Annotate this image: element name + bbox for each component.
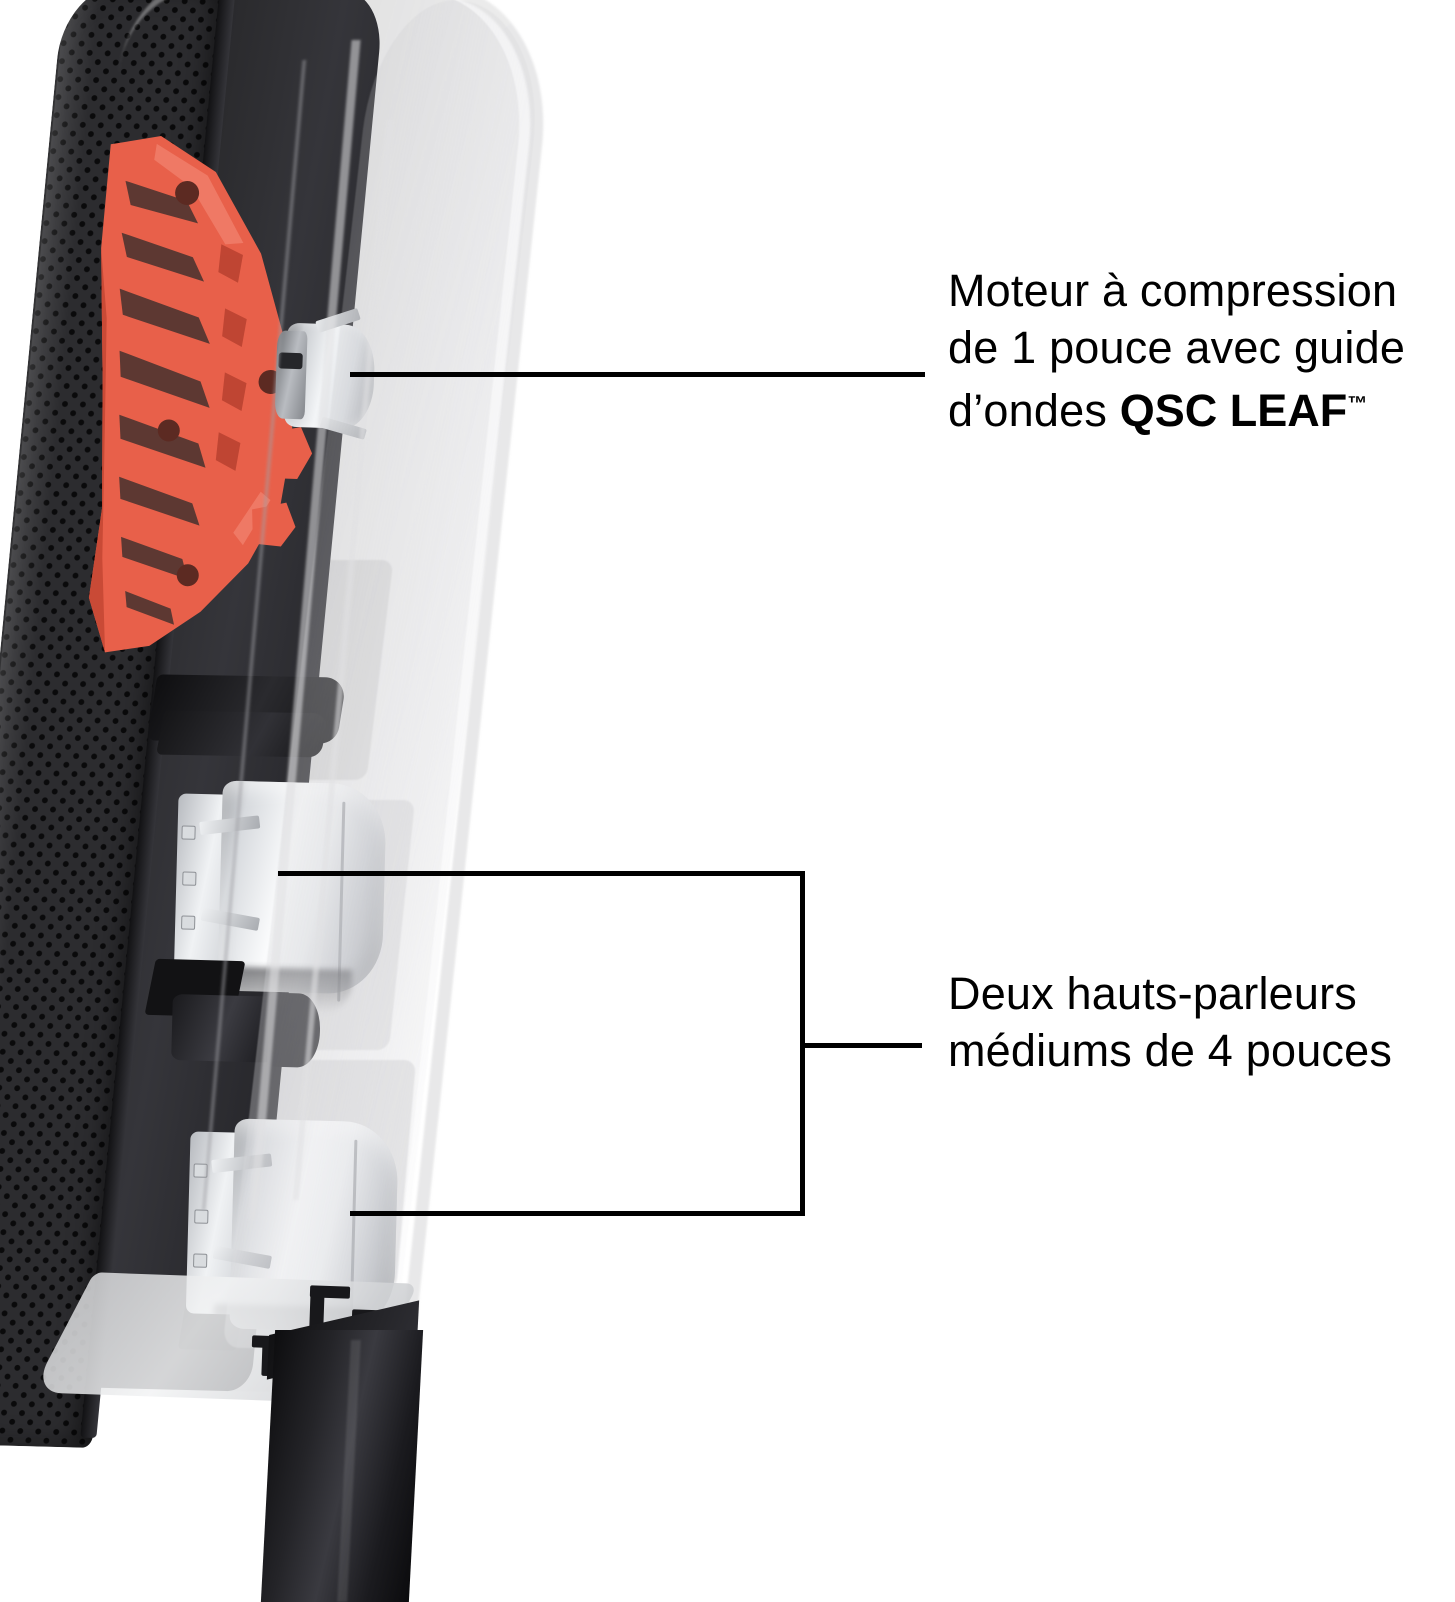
speaker-cutaway-illustration <box>0 0 559 1602</box>
callout-line-prefix: d’ondes <box>948 385 1120 436</box>
trademark-symbol: ™ <box>1347 393 1368 415</box>
leader-line-compression-driver <box>350 372 925 377</box>
bracket-stem <box>800 1043 922 1048</box>
callout-line-brand: d’ondes QSC LEAF™ <box>948 376 1405 439</box>
brand-name: QSC LEAF <box>1119 385 1348 436</box>
callout-line: médiums de 4 pouces <box>948 1025 1393 1076</box>
callout-compression-driver: Moteur à compression de 1 pouce avec gui… <box>948 262 1405 439</box>
bracket-top-arm <box>278 871 805 876</box>
callout-line: Deux hauts-parleurs <box>948 968 1357 1019</box>
callout-line: de 1 pouce avec guide <box>948 322 1406 373</box>
callout-line: Moteur à compression <box>948 265 1398 316</box>
cabinet-foot <box>309 1285 351 1299</box>
bracket-bottom-arm <box>350 1211 805 1216</box>
callout-midrange-drivers: Deux hauts-parleurs médiums de 4 pouces <box>948 965 1392 1079</box>
